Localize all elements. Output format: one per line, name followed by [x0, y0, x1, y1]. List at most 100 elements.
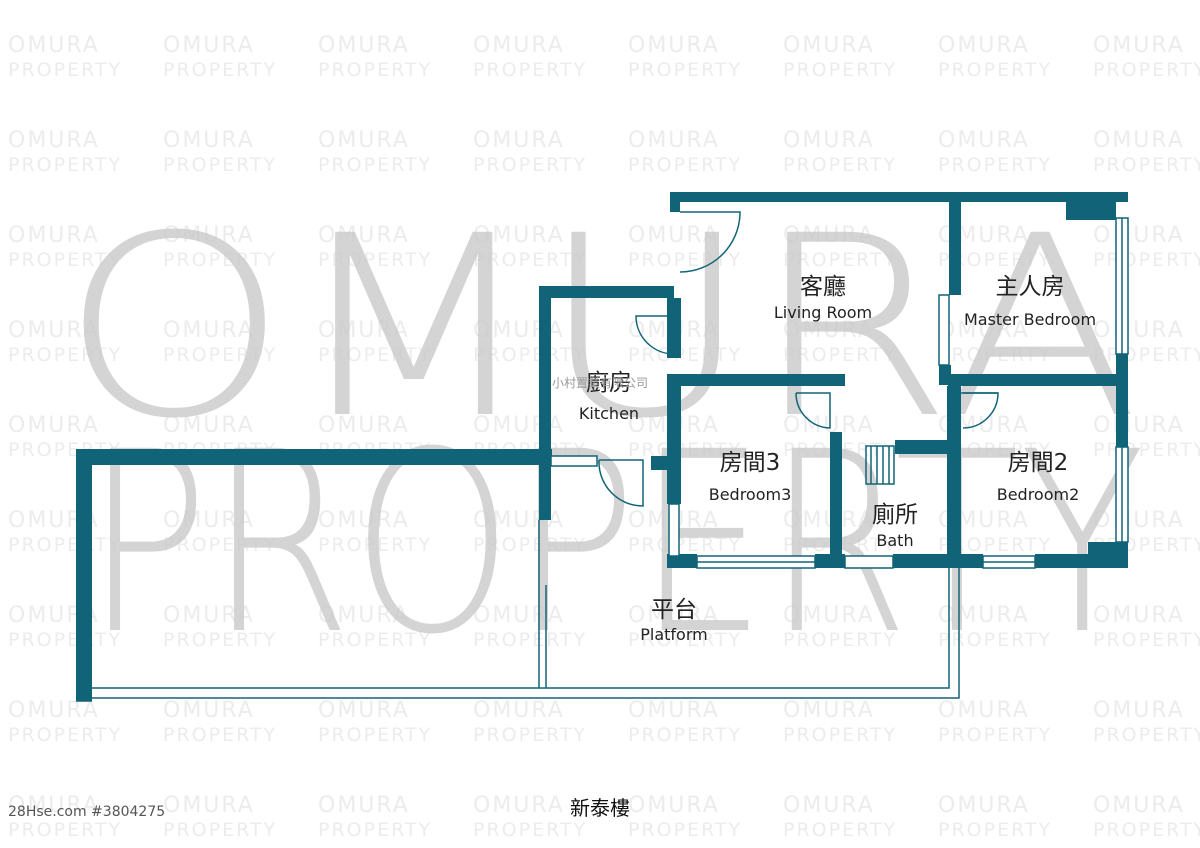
watermark-tile-line1: OMURA: [318, 128, 410, 153]
watermark-tile-line1: OMURA: [473, 793, 565, 818]
watermark-tile-line2: PROPERTY: [473, 344, 587, 366]
big-watermark: OMURA PROPERTY: [60, 182, 1145, 689]
watermark-tile-line2: PROPERTY: [318, 819, 432, 841]
watermark-tile-line2: PROPERTY: [938, 629, 1052, 651]
watermark-tile-line1: OMURA: [783, 223, 875, 248]
watermark-tile-line2: PROPERTY: [318, 724, 432, 746]
bedroom3-label-en: Bedroom3: [709, 485, 792, 504]
watermark-tile-line1: OMURA: [318, 413, 410, 438]
watermark-tile-line1: OMURA: [783, 413, 875, 438]
watermark-tile-line1: OMURA: [473, 603, 565, 628]
watermark-tile-line1: OMURA: [938, 128, 1030, 153]
watermark-tile-line1: OMURA: [628, 33, 720, 58]
watermark-tile-line2: PROPERTY: [628, 819, 742, 841]
watermark-tile-line2: PROPERTY: [1093, 154, 1200, 176]
platform-label-en: Platform: [640, 625, 707, 644]
watermark-tile-line2: PROPERTY: [163, 59, 277, 81]
watermark-tile-line1: OMURA: [163, 698, 255, 723]
watermark-tile-line2: PROPERTY: [473, 154, 587, 176]
bath-label-en: Bath: [876, 531, 913, 550]
watermark-tile-line2: PROPERTY: [8, 629, 122, 651]
watermark-tile-line1: OMURA: [628, 793, 720, 818]
watermark-tile-line2: PROPERTY: [318, 629, 432, 651]
watermark-tile-line1: OMURA: [628, 128, 720, 153]
watermark-tile-line2: PROPERTY: [783, 344, 897, 366]
bedroom2-label-en: Bedroom2: [997, 485, 1080, 504]
watermark-tile-line2: PROPERTY: [163, 344, 277, 366]
watermark-tile-line2: PROPERTY: [318, 59, 432, 81]
watermark-tile-line2: PROPERTY: [1093, 724, 1200, 746]
agency-watermark-text: 小村置業有限公司: [552, 376, 648, 390]
watermark-tile-line2: PROPERTY: [8, 819, 122, 841]
watermark-tile-line1: OMURA: [938, 603, 1030, 628]
watermark-tile-line1: OMURA: [1093, 33, 1185, 58]
watermark-tile-line1: OMURA: [938, 33, 1030, 58]
living-room-label-zh: 客廳: [800, 274, 846, 300]
watermark-property: PROPERTY: [85, 398, 1145, 689]
watermark-tile-line1: OMURA: [1093, 793, 1185, 818]
watermark-tile-line1: OMURA: [8, 33, 100, 58]
watermark-tile-line2: PROPERTY: [318, 249, 432, 271]
watermark-tile-line2: PROPERTY: [1093, 629, 1200, 651]
watermark-tile-line2: PROPERTY: [473, 819, 587, 841]
watermark-tile-line2: PROPERTY: [938, 344, 1052, 366]
watermark-tile-line2: PROPERTY: [8, 724, 122, 746]
watermark-tile-line1: OMURA: [783, 508, 875, 533]
watermark-tile-line1: OMURA: [318, 793, 410, 818]
watermark-tile-line2: PROPERTY: [628, 439, 742, 461]
watermark-tile-line2: PROPERTY: [318, 534, 432, 556]
watermark-tile-line1: OMURA: [1093, 413, 1185, 438]
watermark-tile-line2: PROPERTY: [938, 59, 1052, 81]
listing-id: 28Hse.com #3804275: [8, 804, 166, 820]
watermark-tile-line1: OMURA: [8, 318, 100, 343]
watermark-tile-line2: PROPERTY: [938, 439, 1052, 461]
watermark-tile-line1: OMURA: [938, 698, 1030, 723]
kitchen-label-en: Kitchen: [579, 404, 639, 423]
watermark-tile-line1: OMURA: [473, 128, 565, 153]
watermark-tile-line2: PROPERTY: [628, 534, 742, 556]
watermark-tile-line2: PROPERTY: [628, 724, 742, 746]
watermark-tile-line2: PROPERTY: [473, 724, 587, 746]
bedroom2-label-zh: 房間2: [1008, 450, 1069, 476]
watermark-tile-line2: PROPERTY: [318, 344, 432, 366]
watermark-tile-line1: OMURA: [163, 508, 255, 533]
watermark-tile-line1: OMURA: [163, 603, 255, 628]
watermark-tile-line1: OMURA: [783, 33, 875, 58]
watermark-tile-line2: PROPERTY: [163, 534, 277, 556]
watermark-tile-line1: OMURA: [473, 33, 565, 58]
watermark-tile-line1: OMURA: [318, 223, 410, 248]
watermark-tile-line1: OMURA: [8, 223, 100, 248]
watermark-tile-line1: OMURA: [318, 508, 410, 533]
watermark-tile-line2: PROPERTY: [318, 154, 432, 176]
watermark-tile-line1: OMURA: [783, 793, 875, 818]
watermark-tile-line1: OMURA: [1093, 698, 1185, 723]
watermark-tile-line1: OMURA: [938, 318, 1030, 343]
watermark-tile-line1: OMURA: [163, 33, 255, 58]
bedroom3-label-zh: 房間3: [720, 450, 781, 476]
watermark-tile-line1: OMURA: [1093, 318, 1185, 343]
walls: [76, 192, 1128, 701]
watermark-tile-line2: PROPERTY: [938, 724, 1052, 746]
watermark-tile-line2: PROPERTY: [1093, 59, 1200, 81]
kitchen-label-zh: 廚房: [586, 370, 632, 396]
watermark-tile-line1: OMURA: [318, 318, 410, 343]
watermark-tile-line1: OMURA: [783, 603, 875, 628]
watermark-tile-line1: OMURA: [628, 603, 720, 628]
watermark-tile-line1: OMURA: [1093, 603, 1185, 628]
watermark-tile-line2: PROPERTY: [163, 249, 277, 271]
watermark-tile-line2: PROPERTY: [163, 819, 277, 841]
watermark-tile-line2: PROPERTY: [8, 249, 122, 271]
watermark-tile-line1: OMURA: [628, 698, 720, 723]
watermark-tile-line1: OMURA: [163, 223, 255, 248]
watermark-tile-line2: PROPERTY: [8, 59, 122, 81]
windows: [76, 217, 1129, 702]
watermark-tile-line1: OMURA: [473, 698, 565, 723]
master-bedroom-label-zh: 主人房: [996, 274, 1065, 300]
watermark-tile-line2: PROPERTY: [473, 59, 587, 81]
watermark-tile-line2: PROPERTY: [938, 534, 1052, 556]
watermark-tile-line1: OMURA: [163, 793, 255, 818]
watermark-tile-line2: PROPERTY: [783, 724, 897, 746]
watermark-tile-line1: OMURA: [1093, 223, 1185, 248]
watermark-tile-line2: PROPERTY: [628, 154, 742, 176]
